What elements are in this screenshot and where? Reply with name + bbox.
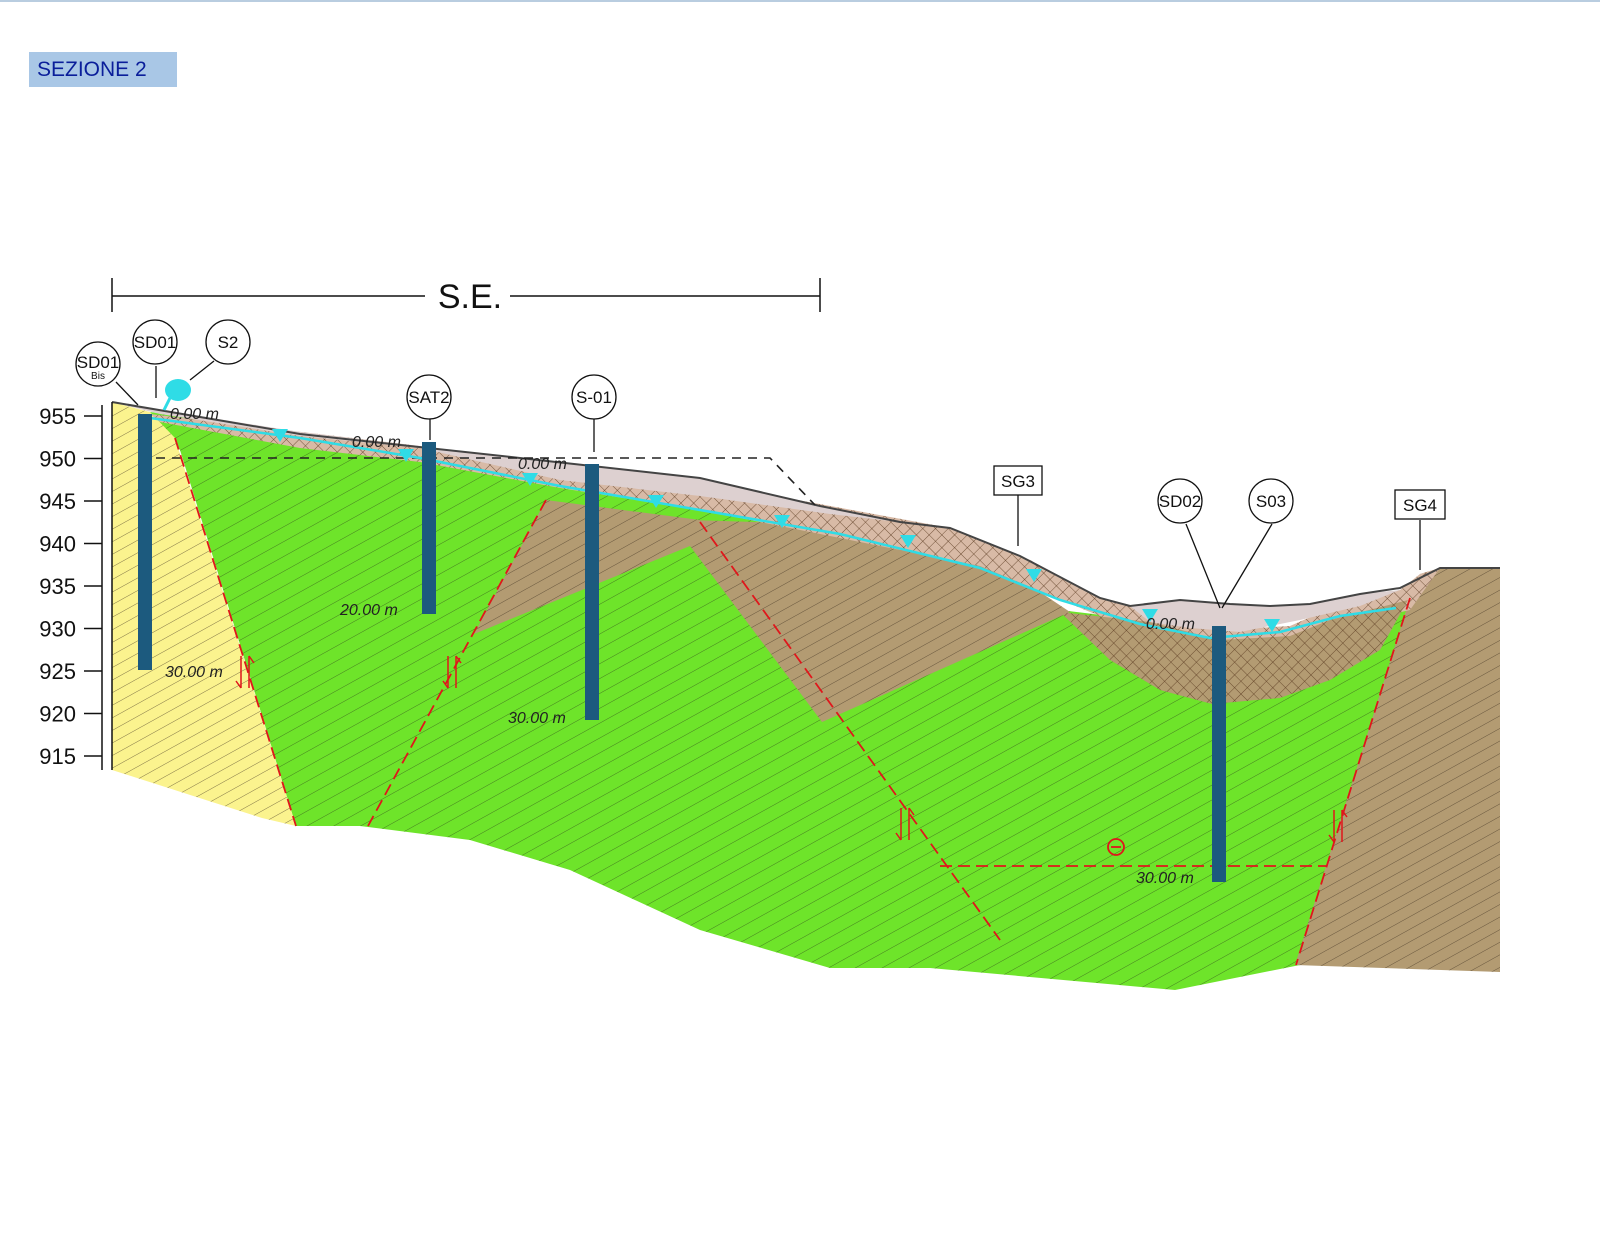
span-bar: S.E. [111,278,821,316]
water-table-marker [522,473,538,486]
fault-arrow [442,655,462,689]
elevation-axis: 955 950 945 940 935 930 925 920 915 [39,402,113,770]
depth-s01-top: 0.00 m [518,456,567,473]
fault-line [1295,597,1411,966]
axis-tick-label: 920 [39,702,76,727]
axis-tick-label: 925 [39,659,76,684]
leader-lines [115,360,1421,609]
fault-line [174,437,297,827]
callout-s01-label: S-01 [576,388,612,407]
depth-sat2-bottom: 20.00 m [339,602,398,619]
boreholes [138,414,1226,882]
design-profile-dashed [140,457,816,506]
callout-s03[interactable]: S03 [1248,478,1294,524]
water-table-marker [1264,619,1280,632]
callout-sg3-label: SG3 [1001,472,1035,491]
brown-unit-east [1295,568,1500,972]
callout-sg4-label: SG4 [1403,496,1437,515]
depth-s01-bottom: 30.00 m [508,710,566,727]
fault-arrow [895,807,915,841]
water-table-marker [398,449,414,462]
depth-sd02-bottom: 30.00 m [1136,870,1194,887]
span-label: S.E. [438,278,502,316]
axis-tick-label: 950 [39,447,76,472]
axis-tick-label: 945 [39,489,76,514]
callout-sd01-bis[interactable]: SD01 Bis [75,341,121,387]
callout-s01[interactable]: S-01 [571,374,617,420]
water-table-marker [1026,569,1042,582]
top-rule [0,0,1600,2]
water-table-marker [272,429,288,442]
fault-lines [174,437,1411,966]
callout-sat2[interactable]: SAT2 [406,374,452,420]
water-table-marker [900,535,916,548]
axis-tick-label: 955 [39,404,76,429]
fault-arrow [1328,809,1348,843]
water-table-marker [774,515,790,528]
depth-sd02-top: 0.00 m [1146,616,1195,633]
brown-unit-central [690,520,1070,722]
fault-arrow [235,655,255,689]
ground-surface-line [111,401,1500,608]
axis-tick-label: 940 [39,532,76,557]
fault-line [699,521,1001,941]
fault-line [367,499,547,827]
axis-tick-label: 930 [39,617,76,642]
callout-sg4[interactable]: SG4 [1394,489,1446,520]
borehole-column [585,464,599,720]
callout-sat2-label: SAT2 [408,388,449,407]
borehole-column [138,414,152,670]
callout-sd01-bis-sublabel: Bis [91,371,105,382]
borehole-column [422,442,436,614]
yellow-unit [112,402,296,826]
depth-sd01-bottom: 30.00 m [165,664,223,681]
depth-sd01-top: 0.00 m [170,406,219,423]
section-title: SEZIONE 2 [29,52,177,87]
water-table-marker [1142,609,1158,622]
depth-sat2-top: 0.00 m [352,434,401,451]
axis-tick-label: 915 [39,744,76,769]
callout-sd01-bis-label: SD01 [77,353,120,372]
callout-sd02-label: SD02 [1159,492,1202,511]
callout-s2[interactable]: S2 [205,319,251,365]
water-table [149,416,1397,640]
callout-s2-label: S2 [218,333,239,352]
green-unit [150,412,1410,990]
callout-s03-label: S03 [1256,492,1286,511]
spring-marker [162,379,191,411]
fault-symbol [1107,838,1125,856]
borehole-column [1212,626,1226,882]
axis-tick-label: 935 [39,574,76,599]
callout-sd01[interactable]: SD01 [132,319,178,365]
callout-sd02[interactable]: SD02 [1157,478,1203,524]
callout-sd01-label: SD01 [134,333,177,352]
water-table-marker [648,495,664,508]
callout-sg3[interactable]: SG3 [993,465,1043,496]
